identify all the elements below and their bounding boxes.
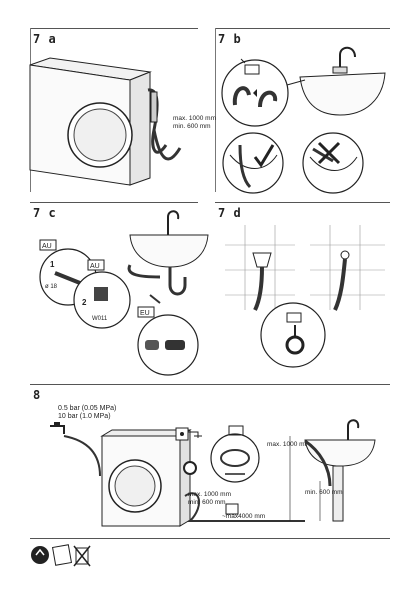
part-code-text: W011 [92,316,108,322]
panel-label-8: 8 [33,388,41,402]
max-height-text: max. 1000 mm [173,115,216,122]
max-4000-text: ~max4000 mm [222,513,265,520]
divider-row1-mid [215,28,216,192]
region-label-eu: EU [140,310,150,317]
check-icon [253,144,275,168]
drain-connection-illustration: AU 1 ø 18 AU 2 W011 EU [39,210,209,376]
pressure-max-text: 10 bar (1.0 MPa) [58,413,111,420]
min-height-text: min. 600 mm [173,123,211,130]
panel-7d-figure [215,225,395,375]
panel-label-7b: 7 b [218,32,242,46]
basket-icon [240,58,260,75]
manual-icon [51,544,73,566]
panel-8-figure: 0.5 bar (0.05 MPa) 10 bar (1.0 MPa) max.… [30,396,390,536]
panel-label-7d: 7 d [218,206,242,220]
bottom-symbols [30,542,110,568]
panel-label-7a: 7 a [33,32,57,46]
rule-row3 [30,384,390,385]
recycling-symbols [31,544,91,567]
wall-drain-illustration [225,225,385,368]
panel-7a-figure: max. 1000 mm min. 600 mm [29,50,216,190]
basket-icon [286,312,302,323]
rule-top-right [215,28,390,29]
rule-top-left [30,28,198,29]
sink-hook-illustration [221,46,386,194]
panel-7c-figure: AU 1 ø 18 AU 2 W011 EU [30,205,210,380]
region-label-au-1: AU [42,243,52,250]
diameter-text: ø 18 [45,284,58,290]
min-600-text-b: min. 600 mm [305,489,343,496]
rule-row2-right [215,202,390,203]
recycle-icon [31,546,49,564]
step-1-text: 1 [50,260,55,269]
washer-back-illustration: max. 1000 mm min. 600 mm [29,57,216,186]
rule-row2-left [30,202,198,203]
min-600-text-a: min. 600 mm [188,499,226,506]
installation-overview-illustration: 0.5 bar (0.05 MPa) 10 bar (1.0 MPa) max.… [50,405,376,527]
pressure-min-text: 0.5 bar (0.05 MPa) [58,405,116,412]
panel-label-7c: 7 c [33,206,57,220]
panel-7b-figure [215,45,395,195]
max-1000-text-a: max. 1000 mm [188,491,231,498]
basket-icon [228,425,244,436]
rule-row4 [30,538,390,539]
cross-icon [317,141,341,165]
step-2-text: 2 [82,298,87,307]
max-1000-text-b: max. 1000 mm [267,441,310,448]
region-label-au-2: AU [90,263,100,270]
